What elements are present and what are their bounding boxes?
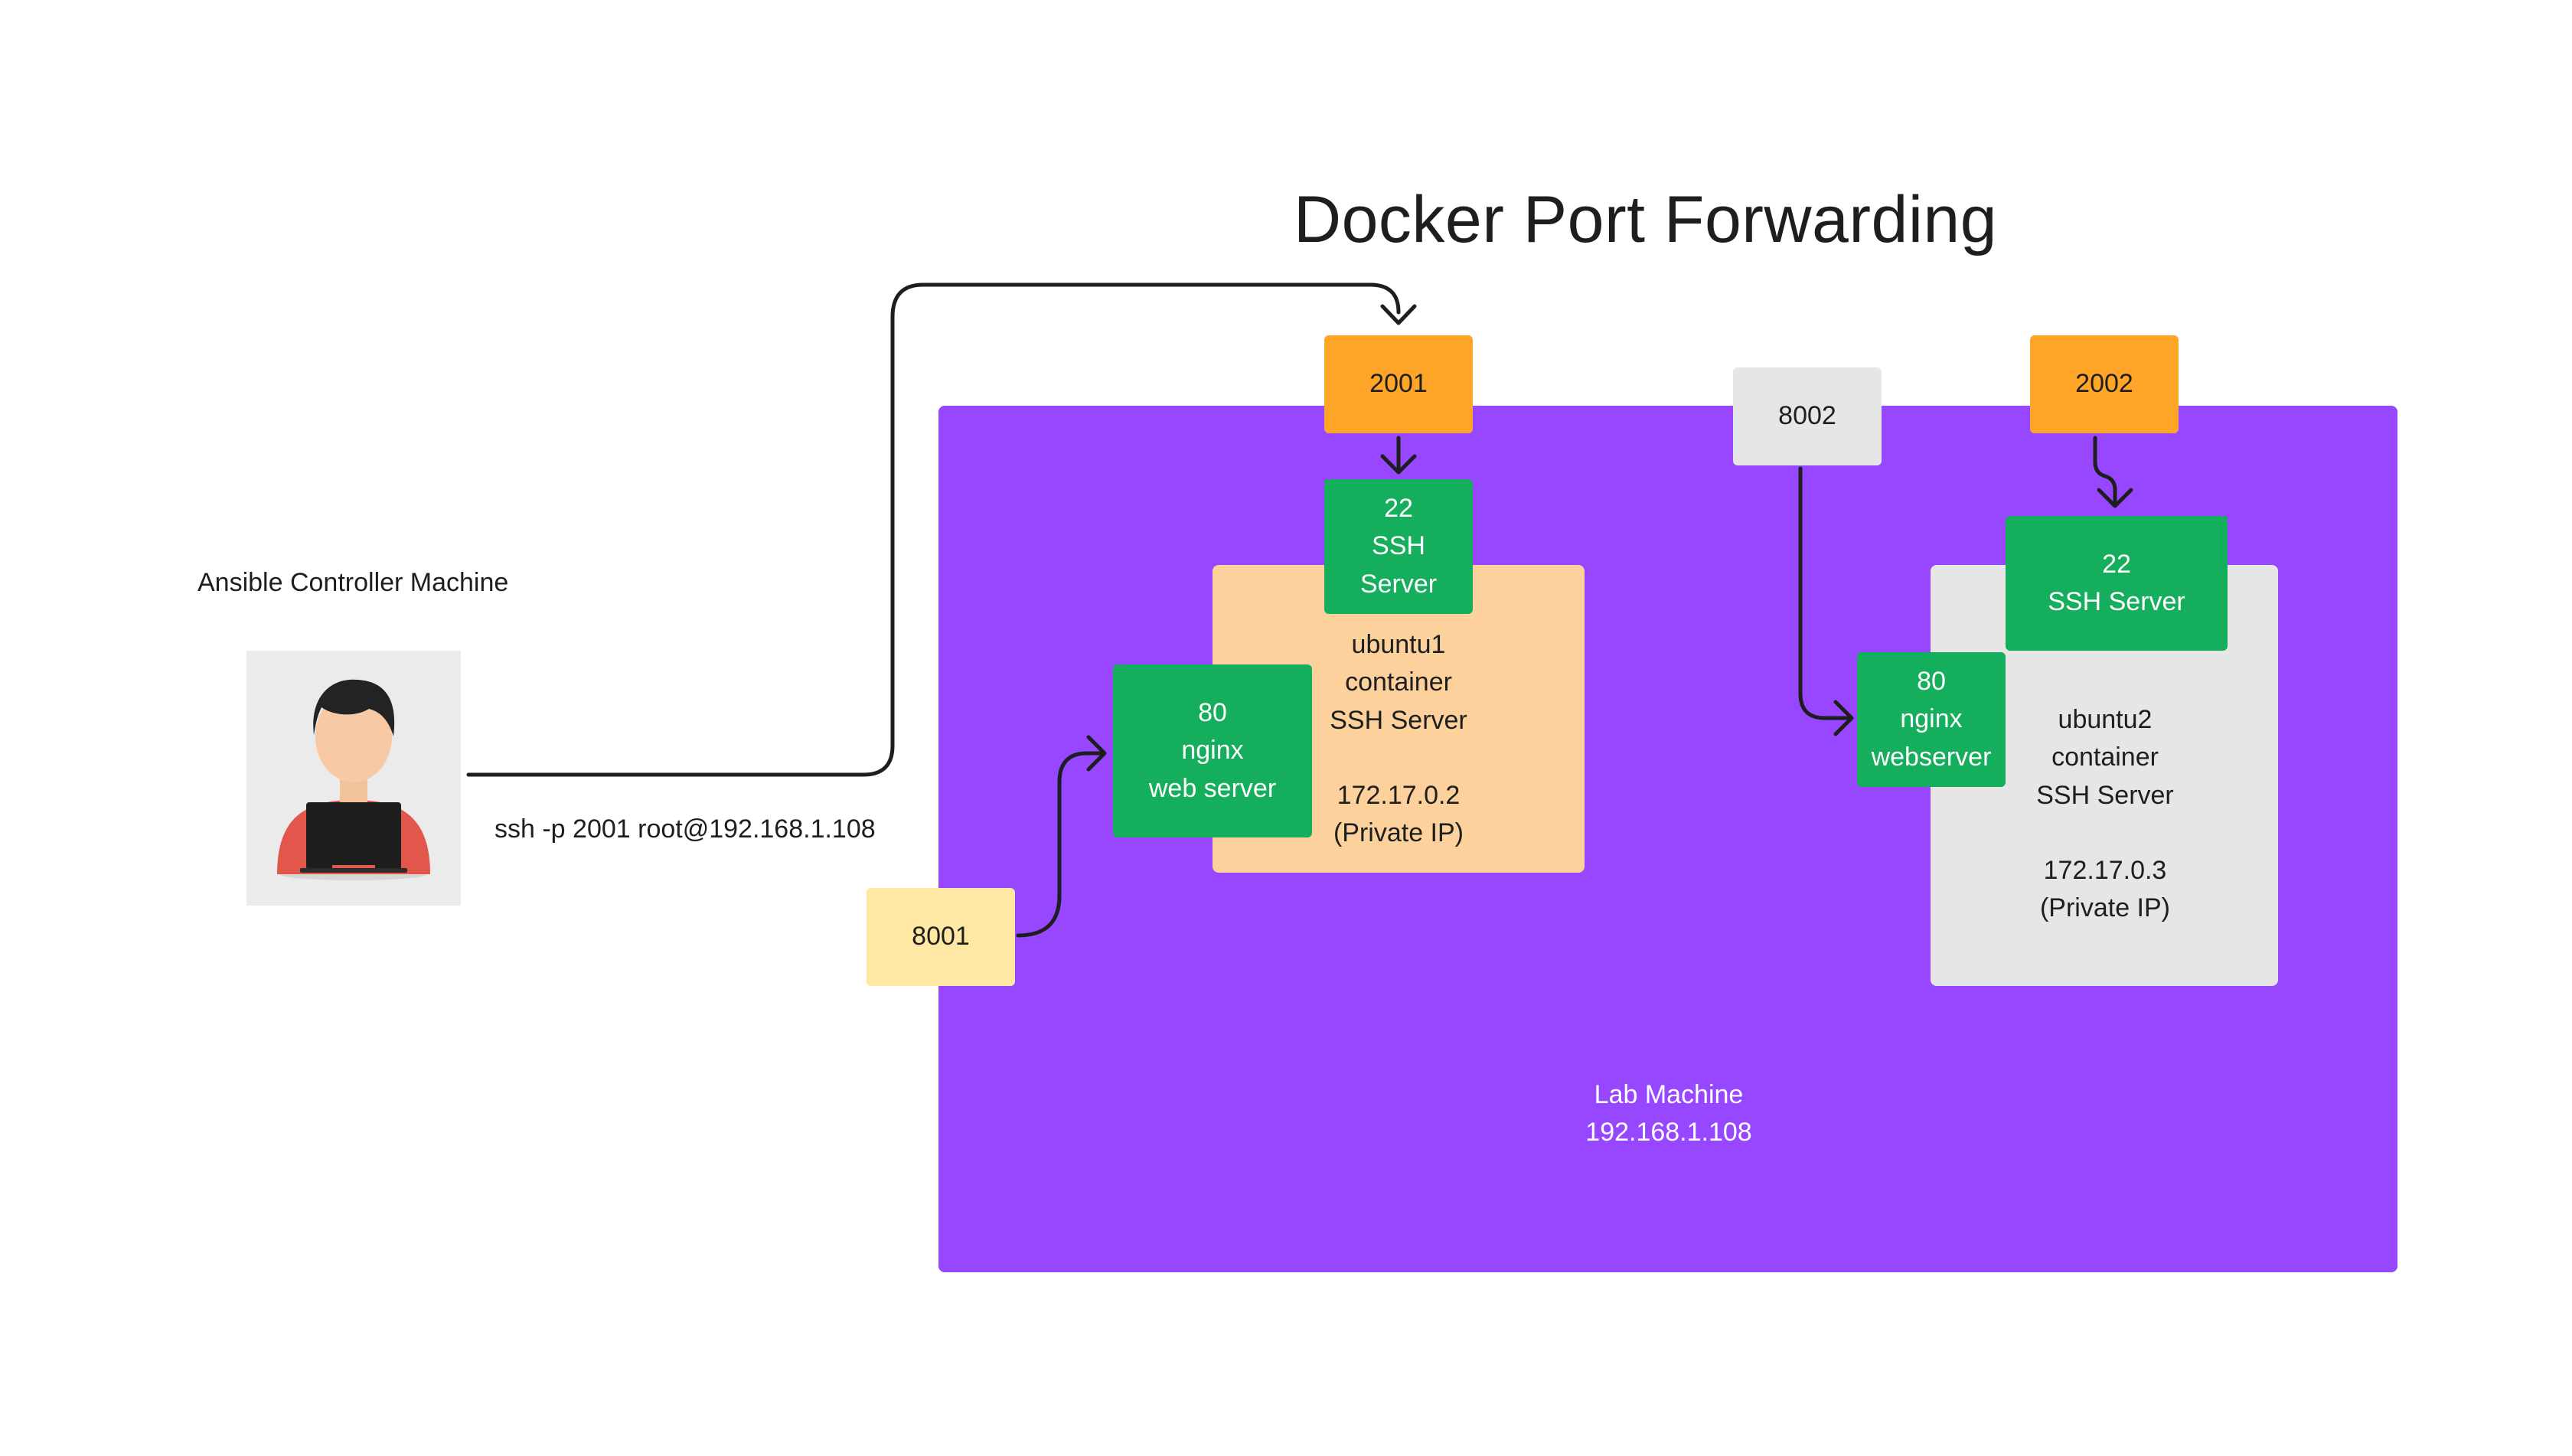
host-port-8002: 8002: [1733, 367, 1882, 465]
lab-machine-label: Lab Machine 192.168.1.108: [1585, 1080, 1752, 1147]
host-port-2001: 2001: [1324, 335, 1473, 433]
host-port-8001: 8001: [867, 888, 1015, 986]
ssh-command: ssh -p 2001 root@192.168.1.108: [494, 815, 876, 844]
controller-label: Ansible Controller Machine: [197, 568, 509, 597]
ubuntu2-ssh-port: 22 SSH Server: [2006, 516, 2228, 651]
arrow-2001-head: [1380, 304, 1417, 325]
ubuntu2-container-info: ubuntu2 container SSH Server 172.17.0.3 …: [2036, 705, 2174, 923]
ubuntu1-ssh-port: 22 SSH Server: [1324, 479, 1473, 614]
diagram-title: Docker Port Forwarding: [1294, 183, 1998, 256]
ubuntu1-container-info: ubuntu1 container SSH Server 172.17.0.2 …: [1330, 630, 1467, 848]
ubuntu2-nginx-port: 80 nginx webserver: [1857, 652, 2006, 787]
controller-avatar: [246, 651, 461, 906]
host-port-2002: 2002: [2030, 335, 2179, 433]
person-with-laptop-icon: [277, 679, 430, 880]
ubuntu1-nginx-port: 80 nginx web server: [1113, 664, 1312, 837]
